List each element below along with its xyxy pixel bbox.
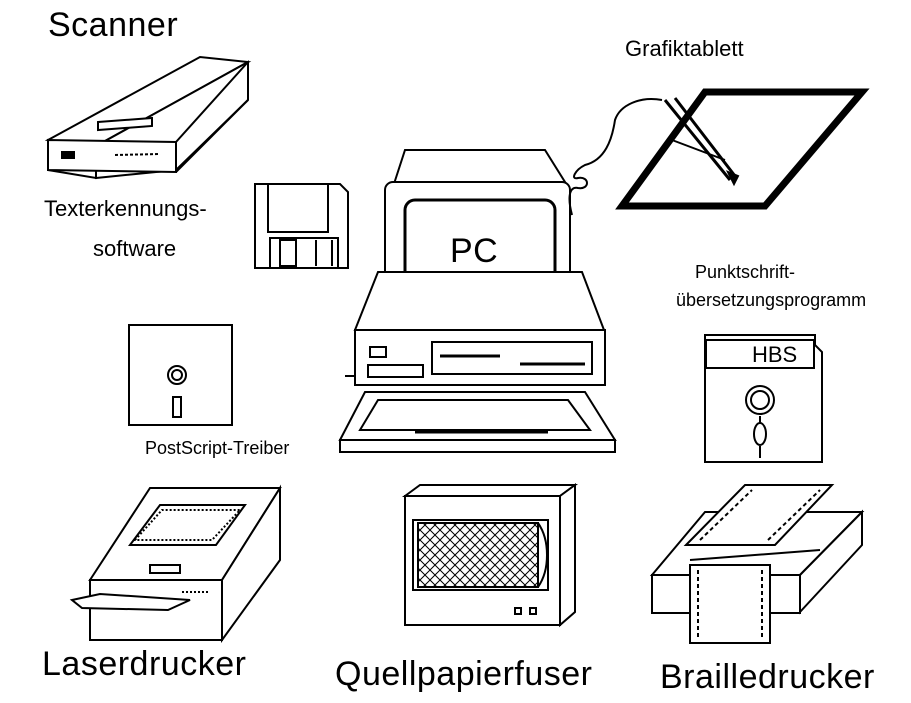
braille-translation-floppy [704,334,823,463]
braille-printer [649,484,865,644]
swell-paper-fuser-label: Quellpapierfuser [335,655,593,693]
ocr-software-floppy [254,183,349,269]
postscript-driver-label: PostScript-Treiber [145,438,290,458]
braille-printer-label: Brailledrucker [660,658,875,696]
scanner-label: Scanner [48,6,179,44]
scanner-device [44,55,252,180]
ocr-software-label-line2: software [93,236,177,261]
laser-printer-label: Laserdrucker [42,645,247,683]
postscript-driver-floppy [128,324,233,426]
pc-label: PC [450,232,499,270]
hbs-label: HBS [752,342,798,367]
graphics-tablet-label: Grafiktablett [625,36,744,61]
braille-translation-label-line2: übersetzungsprogramm [676,290,867,310]
pc-computer [338,149,617,453]
braille-translation-label-line1: Punktschrift- [695,262,796,282]
laser-printer [69,484,282,644]
ocr-software-label-line1: Texterkennungs- [44,196,207,221]
swell-paper-fuser [401,483,579,628]
graphics-tablet [568,88,870,216]
